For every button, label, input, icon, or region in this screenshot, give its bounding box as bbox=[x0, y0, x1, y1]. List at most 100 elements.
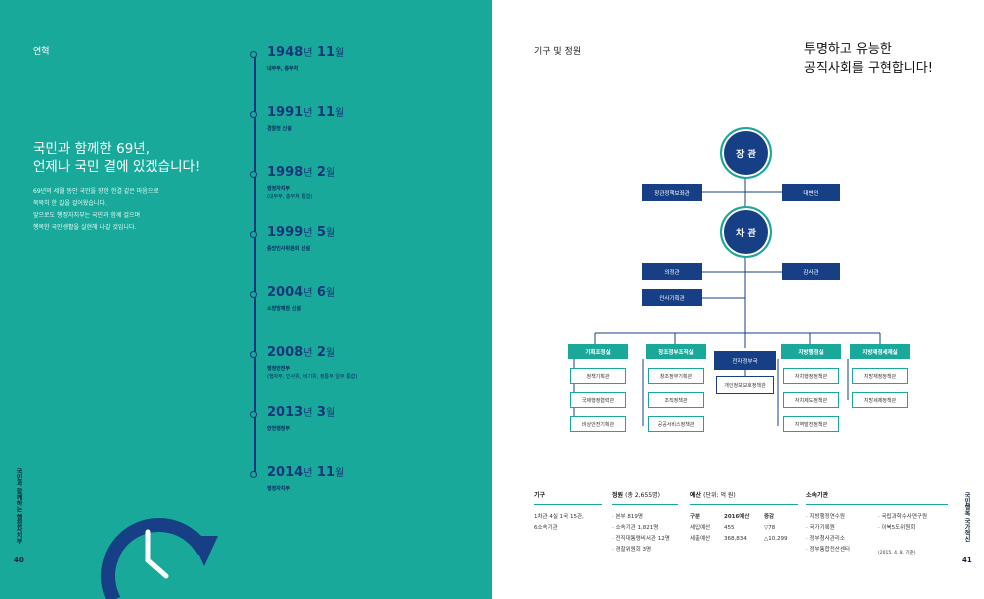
info-agency-title: 기구 bbox=[534, 492, 546, 499]
timeline-month: 11 bbox=[316, 45, 336, 60]
timeline-date: 2014년 11월 bbox=[267, 464, 344, 480]
info-affiliated-title: 소속기관 bbox=[806, 492, 829, 499]
division-sub-box: 자치제도정책관 bbox=[783, 392, 839, 408]
affiliated-col-1: · 지방행정연수원 · 국가기록원 · 정부청사관리소 · 정부통합전산센터 bbox=[806, 512, 878, 559]
timeline-month-unit: 월 bbox=[325, 228, 336, 239]
budget-header-row: 구분 2016예산 증감 bbox=[690, 512, 798, 523]
timeline-dot bbox=[250, 111, 257, 118]
budget-cell: ▽78 bbox=[764, 525, 776, 531]
info-staff-line: · 경찰위원회 3명 bbox=[612, 547, 652, 553]
timeline-month: 11 bbox=[316, 105, 336, 120]
timeline-sub: (행자부, 인사위, 비기위, 정통부 일부 통합) bbox=[267, 374, 358, 380]
timeline-month-unit: 월 bbox=[325, 348, 336, 359]
timeline-dot bbox=[250, 171, 257, 178]
info-staff-line: · 본부 819명 bbox=[612, 514, 643, 520]
division-sub-box: 개인정보보호정책관 bbox=[716, 376, 774, 394]
timeline-year-unit: 년 bbox=[303, 108, 313, 119]
timeline-desc: 행정자치부 bbox=[267, 186, 291, 192]
slogan: 투명하고 유능한 공직사회를 구현합니다! bbox=[804, 40, 933, 78]
division-sub-box: 조직정책관 bbox=[648, 392, 704, 408]
side-title-right: 국민행복 국가혁신 bbox=[963, 492, 970, 543]
timeline-line bbox=[254, 52, 256, 472]
minister-node: 장 관 bbox=[720, 127, 772, 179]
division-head: 지방행정실 bbox=[781, 344, 841, 359]
slogan-line-2: 공직사회를 구현합니다! bbox=[804, 61, 933, 76]
timeline-month: 11 bbox=[316, 465, 336, 480]
budget-cell: 368,834 bbox=[724, 536, 747, 542]
vice-minister-node: 차 관 bbox=[720, 206, 772, 258]
info-affiliated: 소속기관 · 지방행정연수원 · 국가기록원 · 정부청사관리소 · 정부통합전… bbox=[806, 490, 948, 559]
division-sub-box: 지역발전정책관 bbox=[783, 416, 839, 432]
division-sub-box: 지방재정정책관 bbox=[852, 368, 908, 384]
timeline-desc: 소방방재청 신설 bbox=[267, 306, 301, 312]
timeline-date: 1998년 2월 bbox=[267, 164, 335, 180]
section-label-org: 기구 및 정원 bbox=[534, 47, 582, 57]
timeline-year-unit: 년 bbox=[303, 48, 313, 59]
budget-cell: 455 bbox=[724, 525, 735, 531]
info-staff-title: 정원 (총 2,655명) bbox=[612, 490, 678, 499]
affiliated-item: · 국가기록원 bbox=[806, 525, 835, 531]
division-head: 지방재정세제실 bbox=[850, 344, 910, 359]
minister-aide-box: 장관정책보좌관 bbox=[642, 184, 702, 201]
timeline-year-unit: 년 bbox=[303, 168, 313, 179]
timeline-year: 2013 bbox=[267, 405, 304, 420]
timeline-month-unit: 월 bbox=[335, 468, 345, 479]
timeline-date: 2008년 2월 bbox=[267, 344, 335, 360]
timeline-year-unit: 년 bbox=[303, 288, 313, 299]
budget-cell: △10,299 bbox=[764, 536, 788, 542]
division-sub-box: 지방세제정책관 bbox=[852, 392, 908, 408]
division-head: 전자정부국 bbox=[714, 351, 776, 370]
timeline-date: 1991년 11월 bbox=[267, 104, 344, 120]
info-staff-line: · 전직대통령비서관 12명 bbox=[612, 536, 670, 542]
budget-cell: 세출예산 bbox=[690, 536, 711, 542]
timeline-date: 1948년 11월 bbox=[267, 44, 344, 60]
timeline-month-unit: 월 bbox=[325, 168, 336, 179]
affiliated-item: · 이북5도위원회 bbox=[878, 525, 916, 531]
budget-cell: 세입예산 bbox=[690, 525, 711, 531]
timeline-month: 2 bbox=[316, 345, 326, 360]
division-sub-box: 자치행정정책관 bbox=[783, 368, 839, 384]
affiliated-item: · 국립과학수사연구원 bbox=[878, 514, 928, 520]
timeline-year: 1991 bbox=[267, 105, 304, 120]
budget-header-cell: 구분 bbox=[690, 514, 701, 520]
division-head: 기획조정실 bbox=[568, 344, 628, 359]
timeline-year-unit: 년 bbox=[303, 468, 313, 479]
page-number-left: 40 bbox=[14, 556, 24, 564]
info-budget-title-note: (단위: 억 원) bbox=[703, 492, 736, 499]
timeline-month-unit: 월 bbox=[335, 48, 345, 59]
division-sub-box: 국제행정협력관 bbox=[570, 392, 626, 408]
intro-line-1: 69년의 세월 동안 국민을 향한 한결 같은 마음으로 bbox=[33, 188, 159, 195]
timeline-desc: 행정자치부 bbox=[267, 486, 291, 492]
timeline-date: 1999년 5월 bbox=[267, 224, 335, 240]
info-agency: 기구 1차관 4실 1국 15관, 6소속기관 bbox=[534, 490, 602, 534]
timeline-sub: (내무부, 총무처 통합) bbox=[267, 194, 313, 200]
hr-planning-box: 인사기획관 bbox=[642, 289, 702, 306]
affiliated-columns: · 지방행정연수원 · 국가기록원 · 정부청사관리소 · 정부통합전산센터 ·… bbox=[806, 512, 948, 559]
info-staff-title-note: (총 2,655명) bbox=[625, 492, 660, 499]
affiliated-item: · 정부청사관리소 bbox=[806, 536, 845, 542]
timeline-desc: 안전행정부 bbox=[267, 426, 291, 432]
info-agency-rule bbox=[534, 504, 602, 505]
headline-line-2: 언제나 국민 곁에 있겠습니다! bbox=[33, 159, 201, 175]
info-budget-title: 예산 (단위: 억 원) bbox=[690, 490, 798, 499]
timeline-dot bbox=[250, 291, 257, 298]
audit-box: 감사관 bbox=[782, 263, 840, 280]
timeline-year: 1948 bbox=[267, 45, 304, 60]
timeline-month: 6 bbox=[316, 285, 326, 300]
timeline-date: 2013년 3월 bbox=[267, 404, 335, 420]
section-label-history: 연혁 bbox=[33, 47, 50, 57]
timeline-date: 2004년 6월 bbox=[267, 284, 335, 300]
timeline-year-unit: 년 bbox=[303, 348, 313, 359]
timeline-year: 2008 bbox=[267, 345, 304, 360]
right-page: 기구 및 정원 투명하고 유능한 공직사회를 구현합니다! bbox=[492, 0, 984, 599]
timeline-desc: 중앙인사위원회 신설 bbox=[267, 246, 311, 252]
division-head: 창조정부조직실 bbox=[646, 344, 706, 359]
intro-line-2: 묵묵히 한 길을 걸어왔습니다. bbox=[33, 200, 107, 207]
info-agency-line: 6소속기관 bbox=[534, 525, 558, 531]
intro-line-4: 행복한 국민생활을 실현해 나갈 것입니다. bbox=[33, 224, 137, 231]
timeline-year: 1999 bbox=[267, 225, 304, 240]
clock-refresh-icon bbox=[101, 518, 218, 599]
timeline-month: 2 bbox=[316, 165, 326, 180]
timeline-desc: 행정안전부 bbox=[267, 366, 291, 372]
